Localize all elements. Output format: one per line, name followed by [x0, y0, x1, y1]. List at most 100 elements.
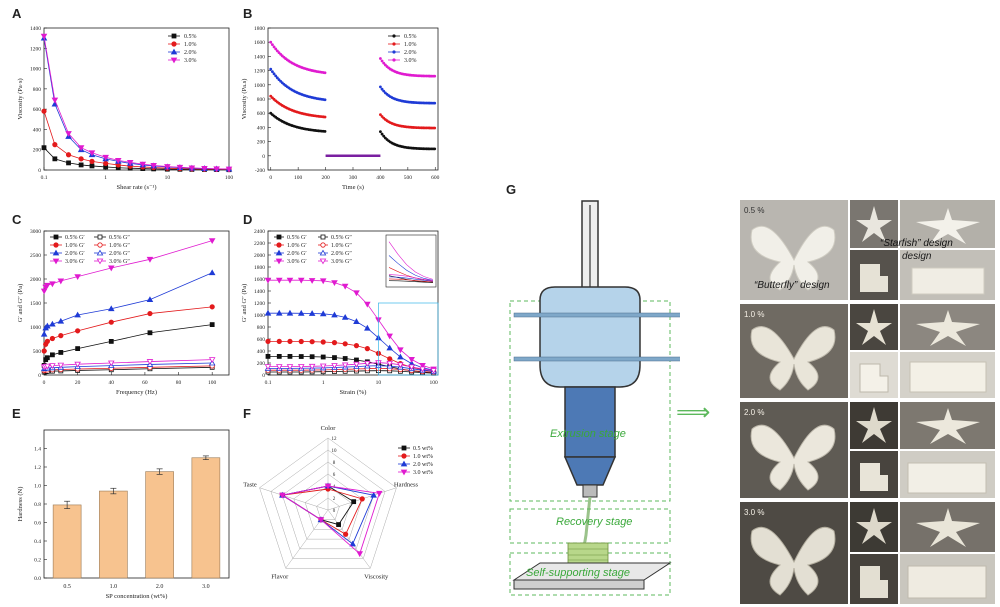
printer-schematic: Extrusion stage Recovery stage Self-supp…: [509, 200, 680, 596]
chart-c-ytick-label: 0: [38, 373, 41, 379]
chart-c-point-0: [58, 350, 64, 355]
chart-d-point-0: [332, 355, 337, 361]
chart-d-legend-label: 1.0% G′: [287, 243, 307, 249]
chart-b-xlabel: Time (s): [342, 184, 364, 191]
chart-b-ytick-label: 1400: [254, 54, 265, 60]
chart-d-point-3: [286, 277, 294, 284]
chart-e-ytick-label: 1.0: [34, 484, 41, 490]
chart-d-point-3: [419, 363, 426, 369]
row-label-05: 0.5 %: [744, 206, 765, 215]
chart-a-series-line-2: [43, 38, 230, 170]
chart-d-ytick-label: 1600: [254, 277, 265, 283]
chart-d-series-line-7: [268, 362, 434, 371]
chart-b-point-3: [272, 45, 276, 49]
chart-d-series-line-6: [268, 365, 434, 372]
chart-a-point-3: [139, 161, 147, 168]
cooling-pipe-bottom: [513, 356, 680, 362]
chart-f-legend-marker: [400, 469, 408, 476]
chart-c-point-7: [57, 362, 65, 369]
chart-a-ytick-label: 600: [33, 107, 42, 113]
chart-e-ytick-label: 1.2: [34, 465, 41, 471]
chart-d-point-0: [298, 354, 304, 359]
chart-d-point-2: [386, 344, 393, 351]
chart-f-grid-ring: [316, 497, 340, 520]
chart-e-ytick-label: 0.8: [34, 502, 41, 508]
chart-c-xtick-label: 100: [208, 380, 217, 386]
chart-d-legend-label: 1.0% G″: [331, 243, 352, 249]
row-label-30: 3.0 %: [744, 508, 765, 517]
chart-b-point-3: [274, 47, 278, 51]
chart-d-ytick-label: 2000: [254, 253, 265, 259]
panel-letter-e: E: [12, 406, 21, 421]
chart-f-grid-ring: [304, 485, 352, 530]
chart-d-legend-label: 2.0% G′: [287, 251, 307, 257]
chart-b-point-3: [269, 40, 273, 44]
chart-d-ylabel: G′ and G″ (Pa): [241, 284, 248, 323]
chart-e-ytick-label: 0.6: [34, 521, 41, 527]
chart-b-point-1: [379, 113, 382, 117]
chart-d-legend-marker: [276, 234, 282, 240]
chart-d-point-0: [265, 353, 271, 359]
chart-c-point-1: [147, 310, 153, 317]
chart-c-point-0: [75, 346, 81, 351]
chart-f-point-3: [356, 551, 364, 558]
chart-c-ytick-label: 1000: [30, 325, 41, 331]
panel-letter-d: D: [243, 212, 253, 227]
chart-e-bar-1: [99, 490, 128, 579]
chart-e-bar-0: [52, 504, 82, 579]
chart-c-point-3: [107, 265, 115, 272]
chart-c-legend-label: 1.0% G″: [109, 243, 130, 249]
chart-d-point-3: [386, 333, 393, 340]
chart-d-point-7: [297, 364, 305, 370]
chart-a-point-3: [225, 166, 233, 173]
chart-f-point-3: [376, 490, 383, 497]
chart-a-point-3: [77, 145, 85, 152]
chart-b-ytick-label: 0: [262, 154, 265, 160]
chart-b-point-3: [275, 49, 279, 53]
chart-a-point-3: [40, 33, 48, 40]
chart-d-ytick-label: 1400: [254, 289, 265, 295]
chart-b-point-3: [382, 61, 386, 65]
chart-f-legend-label: 1.0 wt%: [413, 454, 433, 460]
chart-a-point-0: [41, 145, 47, 151]
chart-a-ytick-label: 0: [38, 168, 41, 174]
print-photo-grid: 0.5 % “Butterfly” design “Stereo structu…: [740, 200, 995, 604]
chart-a-ytick-label: 1000: [30, 67, 41, 73]
photo-stereo-large-10: [900, 352, 995, 398]
chart-d-point-0: [342, 356, 348, 361]
chart-e-xlabel: SP concentration (wt%): [106, 593, 168, 600]
chart-d-inset-line-1: [388, 267, 434, 282]
chart-a-point-3: [126, 159, 134, 166]
chart-d-inset-line-6: [388, 276, 434, 282]
chart-e-ytick-label: 1.4: [34, 447, 41, 453]
chart-d-point-2: [331, 311, 338, 318]
chart-a-legend-marker: [170, 57, 178, 64]
chart-c-point-0: [209, 322, 215, 327]
chart-f-grid-ring: [282, 461, 374, 550]
chart-f-spoke: [259, 487, 329, 511]
chart-a-point-0: [66, 160, 71, 166]
chart-c-point-2: [107, 305, 115, 312]
chart-d-legend-marker: [320, 242, 326, 248]
chart-a-point-3: [176, 164, 184, 171]
chart-a-point-1: [52, 142, 58, 148]
chart-f-point-3: [317, 517, 325, 524]
chart-e-xtick-label: 1.0: [110, 584, 118, 590]
chart-f-axis-label-3: Flavor: [271, 573, 289, 580]
chart-b-point-2: [269, 67, 273, 71]
chart-d-point-3: [331, 280, 338, 287]
chart-d-legend-label: 2.0% G″: [331, 251, 352, 257]
chart-c-legend-marker: [96, 258, 104, 265]
chart-f-legend-label: 3.0 wt%: [413, 470, 433, 476]
photo-stereo-small-05: [850, 250, 898, 300]
photo-butterfly-05: 0.5 % “Butterfly” design: [740, 200, 848, 300]
chart-c-ytick-label: 2000: [30, 277, 41, 283]
chart-c-legend-label: 1.0% G′: [65, 243, 85, 249]
chart-b-point-0: [382, 134, 386, 138]
chart-b-point-2: [433, 101, 437, 105]
chart-c-point-0: [44, 355, 50, 361]
chart-e-bar-3: [191, 457, 221, 579]
chart-b-ylabel: Viscosity (Pa.s): [241, 79, 248, 120]
chart-c-point-1: [75, 328, 81, 334]
chart-f-rtick-label: 0: [333, 509, 336, 514]
